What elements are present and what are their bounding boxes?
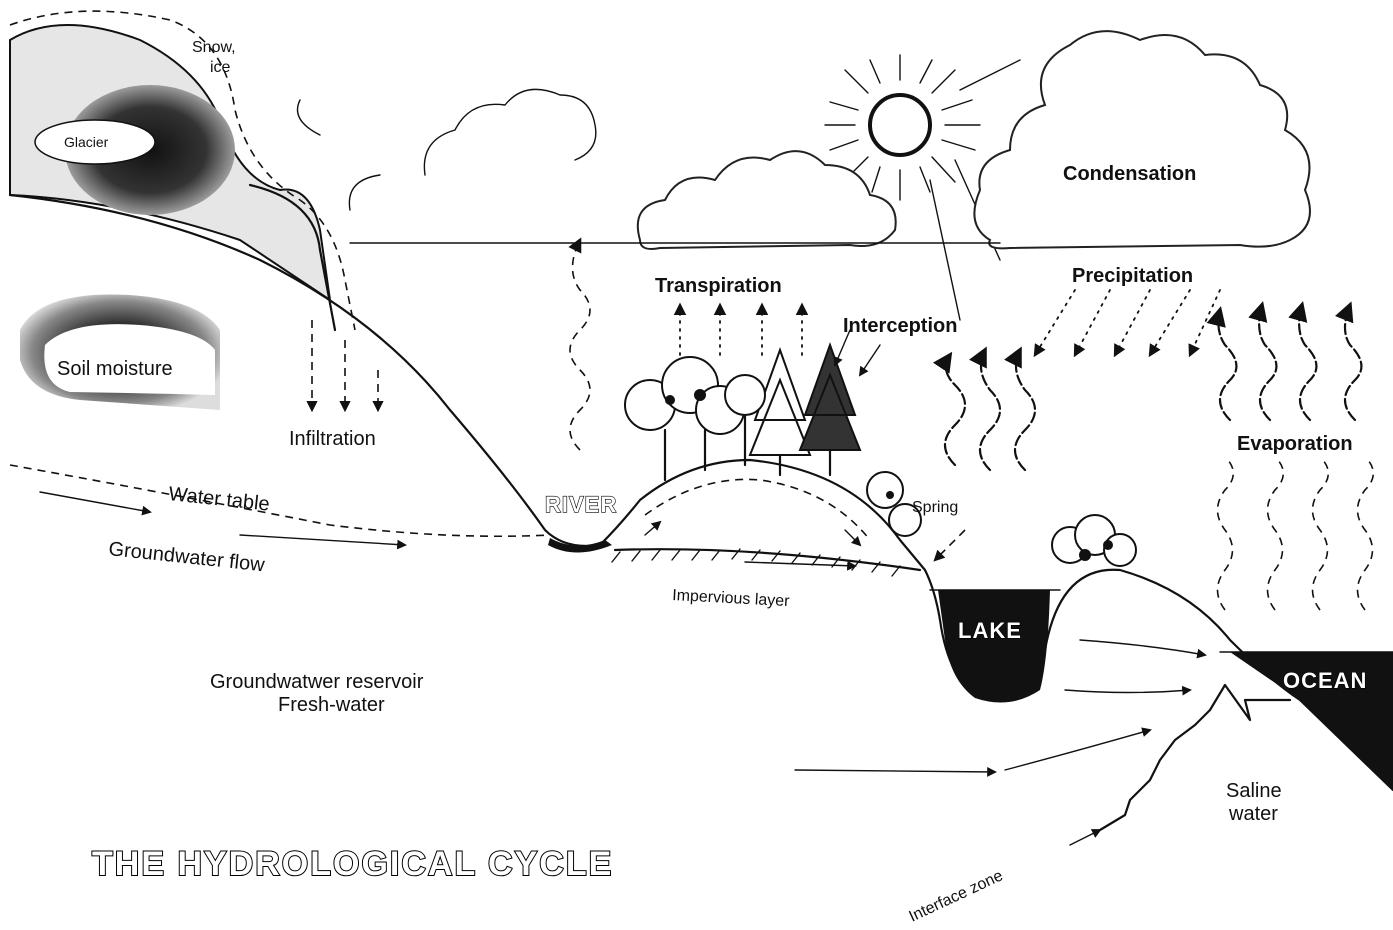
label-soil-moisture: Soil moisture	[57, 358, 173, 380]
label-reservoir-2: Fresh-water	[278, 694, 385, 716]
label-reservoir-1: Groundwatwer reservoir	[210, 671, 424, 693]
river-evaporation-arrow	[570, 240, 590, 450]
diagram-title: THE HYDROLOGICAL CYCLE	[92, 845, 613, 883]
transpiration-arrows	[680, 305, 802, 355]
label-impervious-layer: Impervious layer	[672, 587, 791, 610]
labels: Snow, ice Glacier Soil moisture Infiltra…	[57, 39, 1367, 926]
soil-moisture-zone	[20, 294, 220, 410]
label-lake: LAKE	[958, 618, 1022, 643]
label-snow-ice-2: ice	[210, 59, 231, 76]
label-river: RIVER	[545, 492, 617, 517]
label-evaporation: Evaporation	[1237, 433, 1353, 455]
cloud-icon	[638, 151, 896, 249]
label-precipitation: Precipitation	[1072, 265, 1193, 287]
label-condensation: Condensation	[1063, 163, 1196, 185]
label-transpiration: Transpiration	[655, 275, 782, 297]
label-interception: Interception	[843, 315, 957, 337]
infiltration-arrows	[312, 320, 378, 410]
label-groundwater-flow: Groundwater flow	[107, 538, 266, 576]
label-interface-zone: Interface zone	[907, 867, 1006, 925]
label-saline-2: water	[1228, 803, 1278, 825]
label-saline-1: Saline	[1226, 780, 1282, 802]
lake-water	[938, 590, 1050, 703]
tree-icon	[1052, 515, 1136, 566]
label-ocean: OCEAN	[1283, 668, 1367, 693]
impervious-layer	[612, 549, 920, 576]
label-infiltration: Infiltration	[289, 428, 376, 450]
label-snow-ice-1: Snow,	[192, 39, 236, 56]
label-spring: Spring	[912, 499, 958, 516]
forest	[625, 345, 921, 536]
tree-icon	[750, 350, 810, 475]
cloud-icon	[298, 89, 596, 210]
label-water-table: Water table	[167, 483, 270, 515]
mountain	[10, 11, 355, 330]
precipitation-arrows	[1035, 290, 1220, 355]
cloud-icon	[974, 31, 1310, 248]
label-glacier: Glacier	[64, 134, 109, 150]
lake-evaporation-arrows	[945, 350, 1035, 470]
ocean-evaporation-arrows	[1218, 305, 1374, 610]
